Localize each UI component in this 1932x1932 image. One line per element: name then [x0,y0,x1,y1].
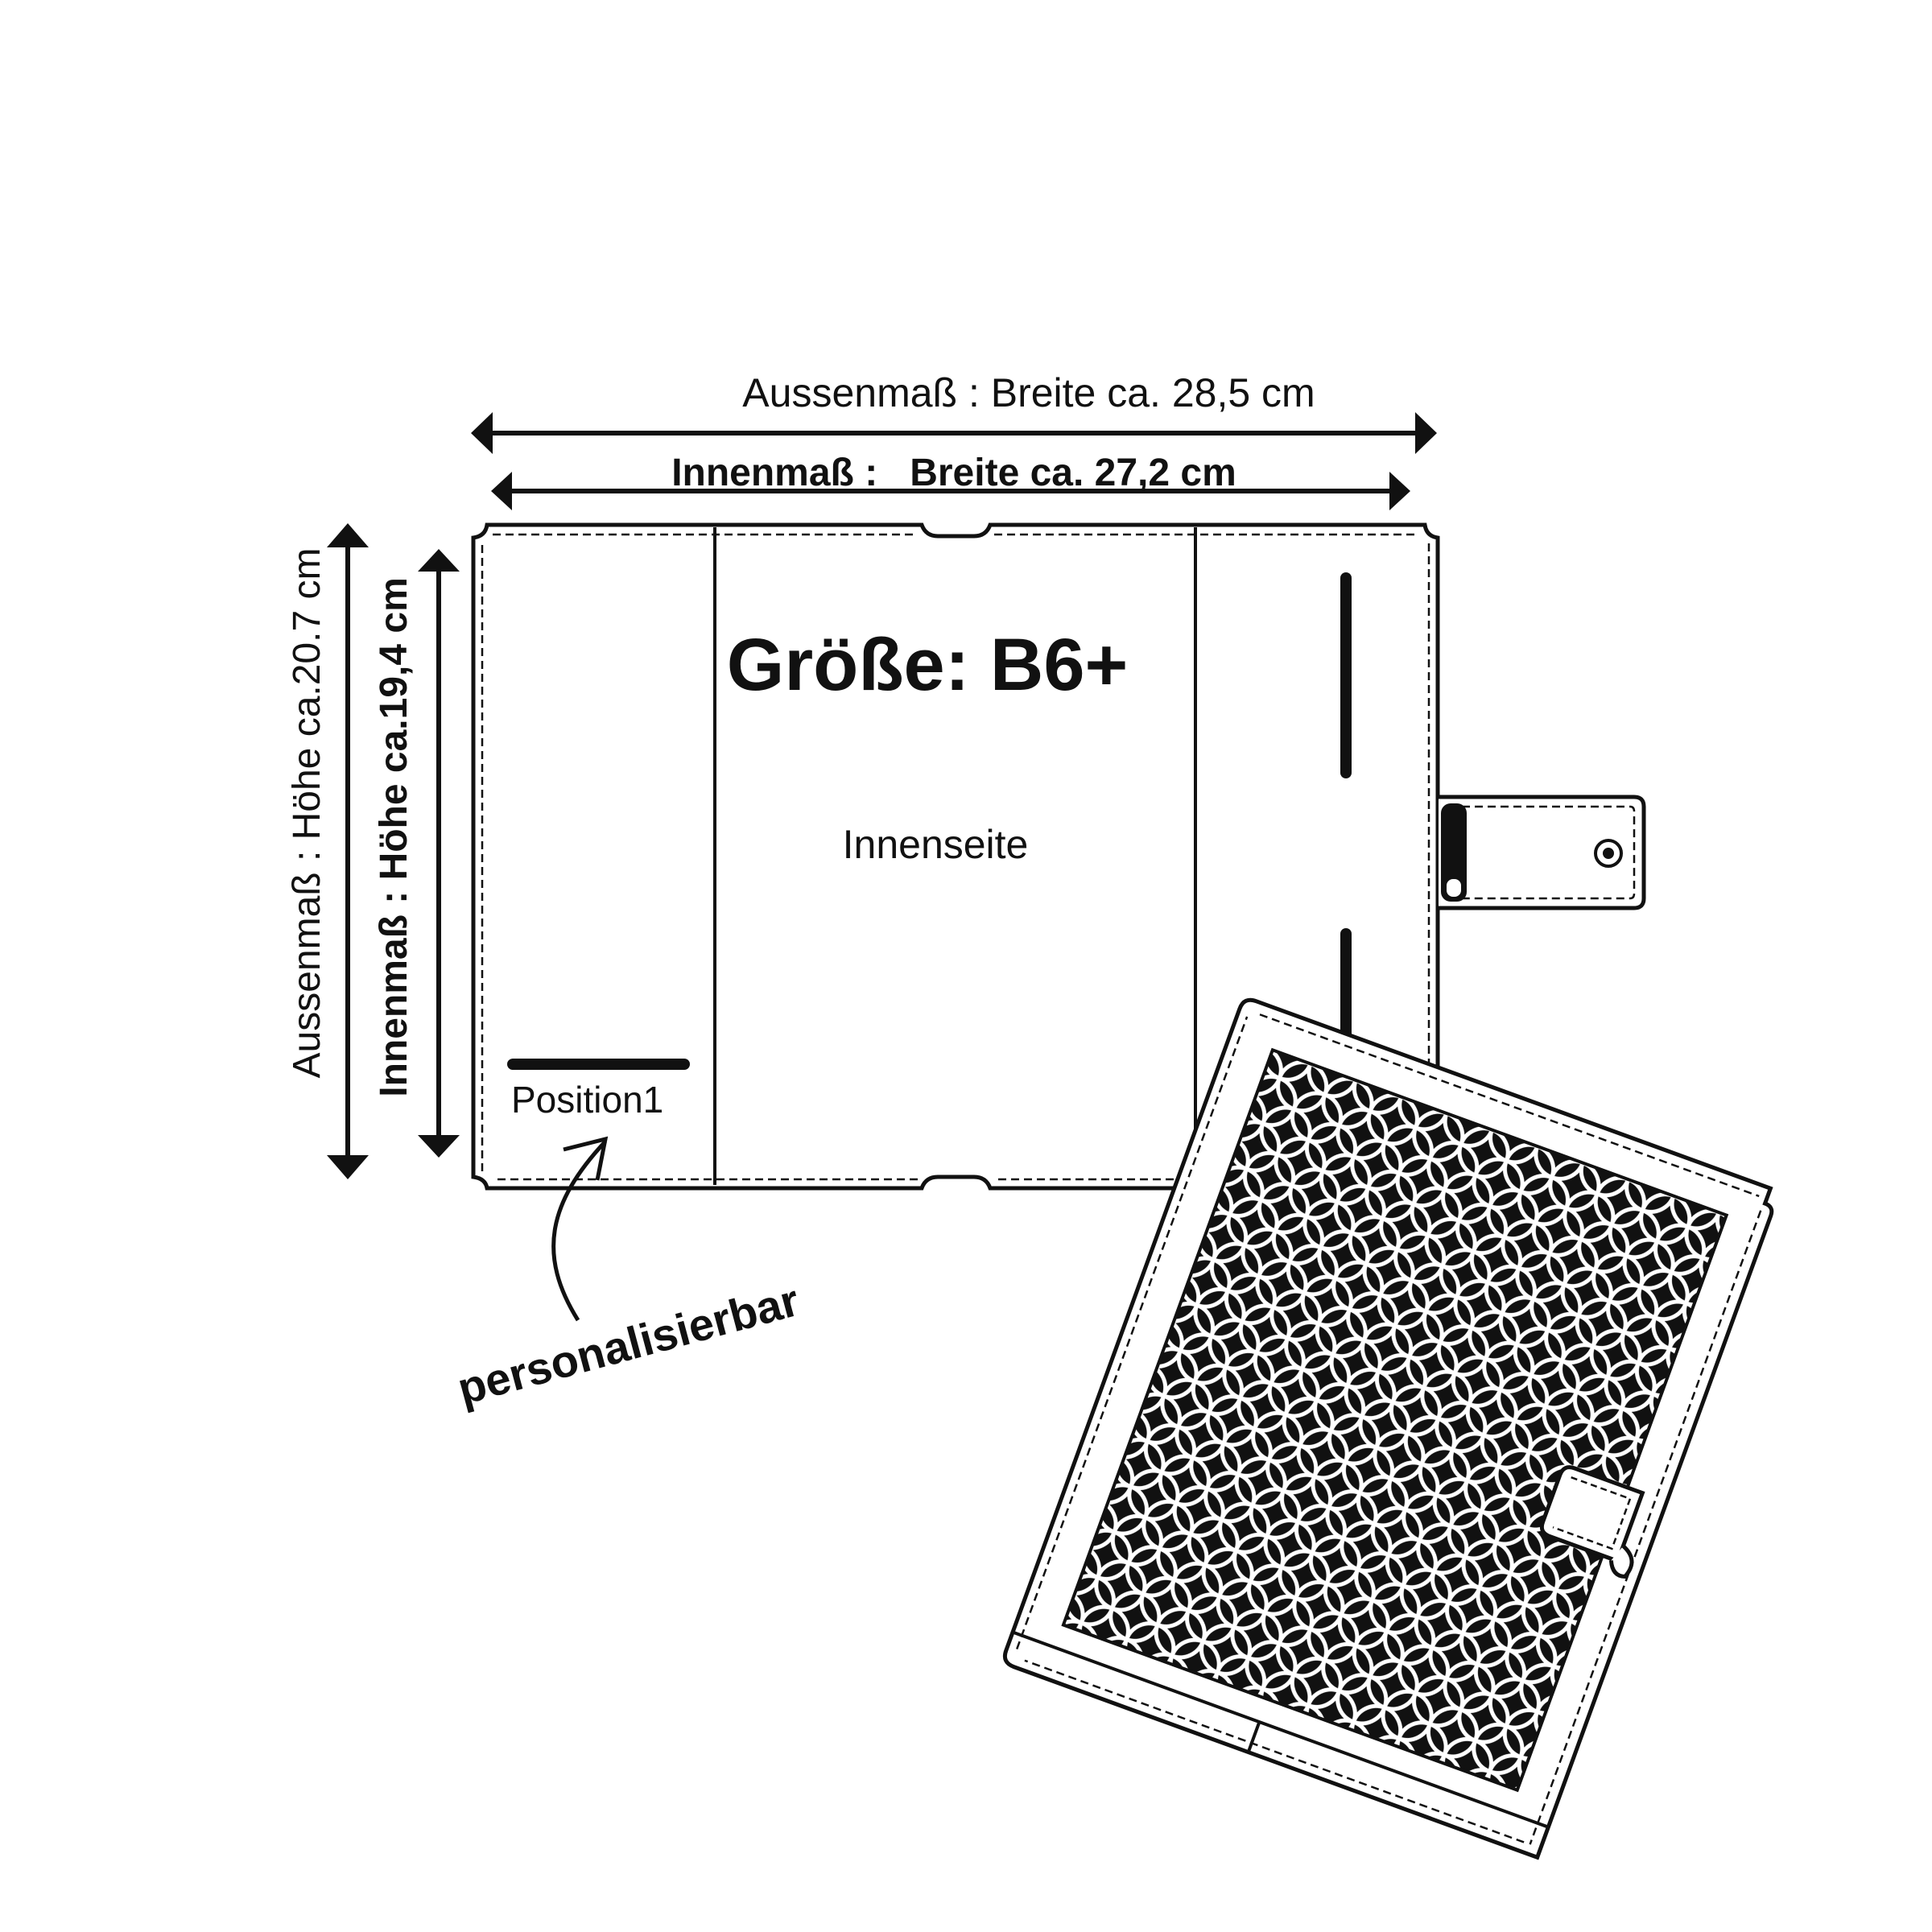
snap-strap [1439,795,1646,910]
outer-height-arrow-bottom [327,1155,369,1179]
callout-arrowhead [563,1136,609,1181]
inner-height-arrow-bottom [418,1135,460,1158]
inside-page-label: Innenseite [843,822,1029,867]
callout-label: personalisierbar [452,1274,804,1414]
inner-height-arrow-top [418,549,460,572]
inner-width-arrow-left [491,472,512,510]
snap-button-icon [1594,839,1623,868]
strap-roll [1441,803,1467,902]
inner-width-arrow-right [1389,472,1410,510]
callout-arrow-line [551,1140,607,1322]
inner-width-label: Innenmaß : Breite ca. 27,2 cm [671,452,1236,494]
closed-notebook [1002,997,1774,1860]
outer-width-arrow-right [1415,412,1437,454]
outer-width-arrow-left [471,412,493,454]
closed-snap-strap [1539,1465,1645,1579]
outer-width-dimension: Aussenmaß : Breite ca. 28,5 cm [471,370,1437,454]
position-label: Position1 [511,1079,663,1121]
outer-height-arrow-top [327,523,369,547]
outer-height-label: Aussenmaß : Höhe ca.20.7 cm [286,548,328,1079]
size-title: Größe: B6+ [727,624,1128,706]
inner-height-label: Innenmaß : Höhe ca.19,4 cm [373,577,415,1097]
outer-height-dimension: Aussenmaß : Höhe ca.20.7 cm [286,523,369,1179]
outer-width-label: Aussenmaß : Breite ca. 28,5 cm [742,370,1315,415]
inner-height-dimension: Innenmaß : Höhe ca.19,4 cm [373,549,460,1158]
inner-width-dimension: Innenmaß : Breite ca. 27,2 cm [491,452,1410,510]
